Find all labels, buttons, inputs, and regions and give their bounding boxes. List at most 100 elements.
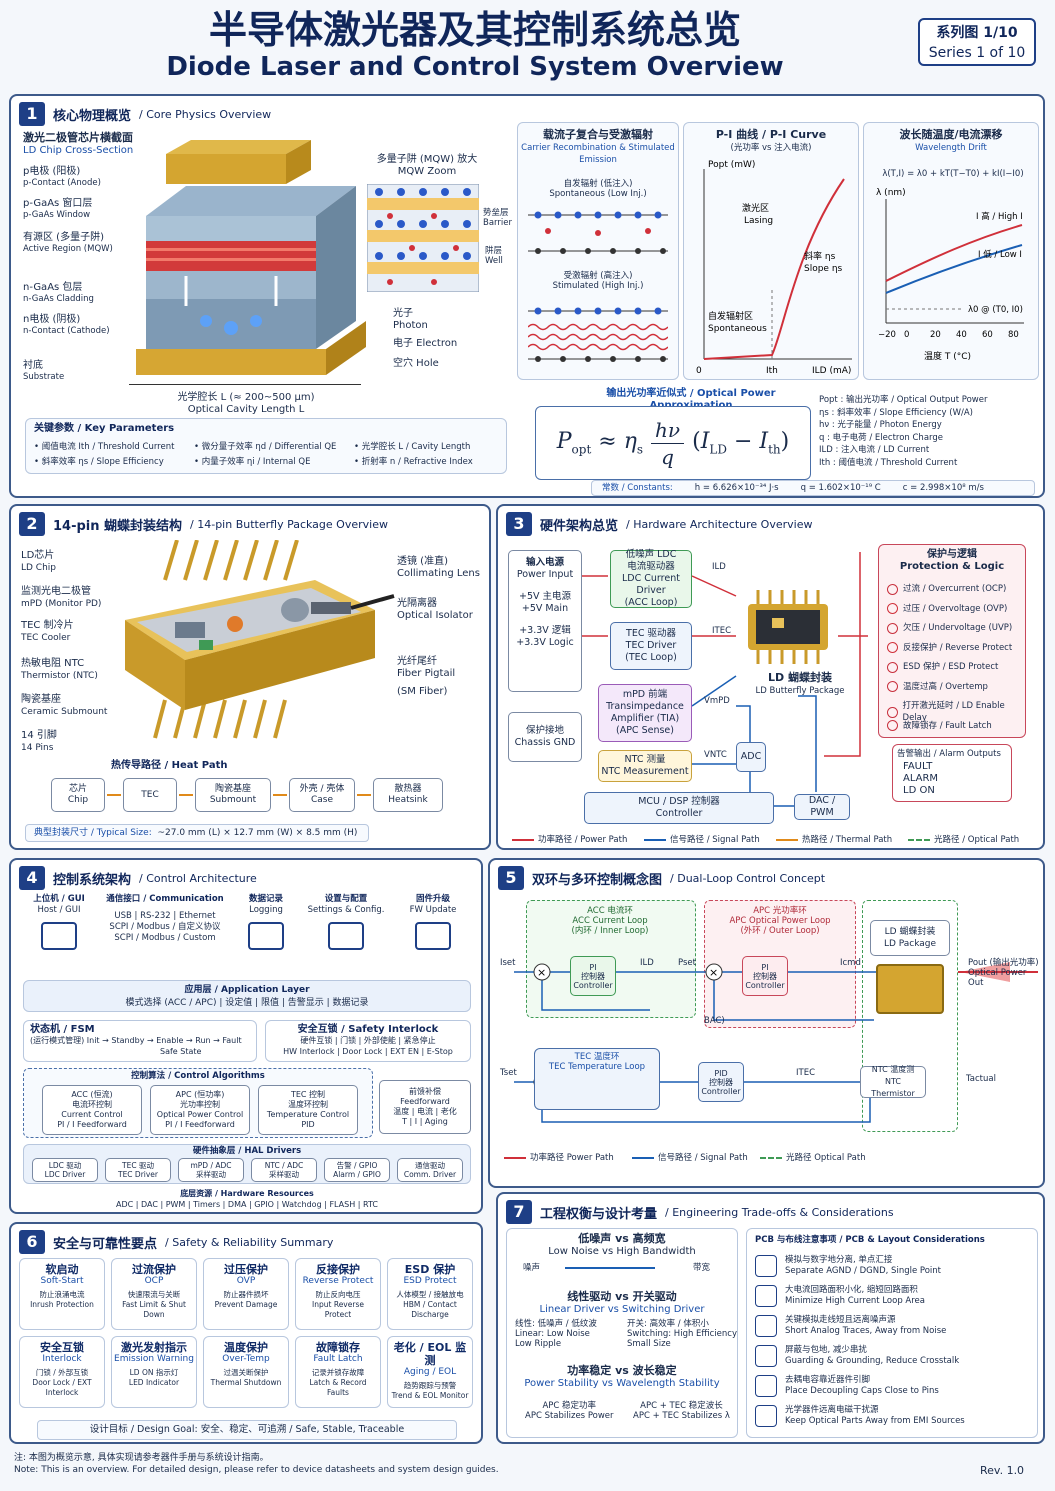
package-loop-area <box>862 900 958 1132</box>
label-cn: 监测光电二极管 <box>21 586 91 597</box>
protection-item: ESD 保护 / ESD Protect <box>887 661 998 673</box>
top-item-en: Logging <box>249 905 283 915</box>
layer-label-en: n-Contact (Cathode) <box>23 326 110 336</box>
param-item: • 光学腔长 L / Cavity Length <box>354 442 471 452</box>
footer-note: 注: 本图为概览示意, 具体实现请参考器件手册与系统设计指南。 Note: Th… <box>14 1452 914 1476</box>
section-title-en: Core Physics Overview <box>146 107 272 121</box>
fsm-desc: (运行模式管理) Init → Standby → Enable → Run →… <box>30 1036 242 1045</box>
ild-label: ILD <box>640 958 654 968</box>
protection-item: 反接保护 / Reverse Protect <box>887 642 1012 654</box>
card-desc: 趋势跟踪与预警 Trend & EOL Monitor <box>391 1381 469 1400</box>
top-item-cn: 数据记录 <box>248 894 283 904</box>
spont-label: 自发辐射 (低注入)Spontaneous (Low Inj.) <box>549 179 647 199</box>
icmd-label: Icmd <box>840 958 861 968</box>
legend-item: 功率路径 / Power Path <box>512 834 627 846</box>
pcb-icon <box>755 1405 777 1427</box>
top-item-icon <box>415 922 451 950</box>
card-subtitle: Emission Warning <box>114 1354 194 1364</box>
heat-arrow <box>107 794 121 796</box>
algo-box: TEC 控制 温度环控制 Temperature Control PID <box>258 1085 358 1135</box>
label-en: Collimating Lens <box>397 568 480 579</box>
card-title: 故障锁存 <box>316 1341 360 1354</box>
tec-loop-area <box>534 1048 660 1110</box>
legend-line <box>760 1157 782 1159</box>
card-subtitle: Fault Latch <box>313 1354 363 1364</box>
card-title: 反接保护 <box>316 1263 360 1276</box>
tradeoff-arrow <box>565 1267 655 1269</box>
legend-text: 热路径 / Thermal Path <box>802 835 893 845</box>
card-title: 过流保护 <box>132 1263 176 1276</box>
adc-box: ADC <box>736 742 766 772</box>
top-item-cn: 上位机 / GUI <box>33 894 85 904</box>
ntc-measure-box: NTC 测量 NTC Measurement <box>598 750 692 782</box>
alarm-item: ALARM <box>903 773 939 784</box>
pcb-title: PCB 与布线注意事项 / PCB & Layout Consideration… <box>755 1235 985 1245</box>
card-desc: 防止浪涌电流 Inrush Protection <box>30 1290 94 1309</box>
legend-text: 光路径 Optical Path <box>786 1153 866 1163</box>
param-item: • 斜率效率 ηs / Slope Efficiency <box>34 457 164 467</box>
protection-item: 欠压 / Undervoltage (UVP) <box>887 622 1012 634</box>
top-item-en: FW Update <box>409 905 457 915</box>
legend-item: 光路径 Optical Path <box>760 1152 866 1164</box>
vmpd-label: VmPD <box>704 696 730 706</box>
protection-item-text: 温度过高 / Overtemp <box>903 681 988 692</box>
card-desc: 人体模型 / 接触放电 HBM / Contact Discharge <box>396 1290 464 1319</box>
section-number: 1 <box>19 102 45 126</box>
card-title: 激光发射指示 <box>121 1341 187 1354</box>
pcb-item: 大电流回路面积小化, 缩短回路面积 Minimize High Current … <box>755 1285 1033 1307</box>
ntc-thermistor-box: NTC 温度测 NTC Thermistor <box>860 1065 926 1098</box>
layer-label-cn: p-GaAs 窗口层 <box>23 198 93 209</box>
key-params: 关键参数 / Key Parameters • 阈值电流 Ith / Thres… <box>25 418 507 474</box>
pcb-icon <box>755 1375 777 1397</box>
wl-equation: λ(T,I) = λ0 + kT(T−T0) + kI(I−I0) <box>882 169 1024 179</box>
electron-label: 电子 Electron <box>393 338 458 349</box>
protection-item: 过流 / Overcurrent (OCP) <box>887 583 1006 595</box>
legend-line <box>632 1157 654 1159</box>
pi-chart: Popt (mW) ILD (mA) 0 Ith 激光区 Lasing 斜率 η… <box>696 160 852 376</box>
pcb-item-text: 关键模拟走线短且远离噪声源 Short Analog Traces, Away … <box>785 1315 947 1336</box>
section-number: 2 <box>19 512 45 536</box>
card-desc: 门锁 / 外部互锁 Door Lock / EXT Interlock <box>32 1368 92 1397</box>
card-title: 温度保护 <box>224 1341 268 1354</box>
svg-text:×: × <box>709 966 718 979</box>
top-item-en: Host / GUI <box>37 905 81 915</box>
heat-step-cn: 陶瓷基座 <box>214 784 251 794</box>
dual-loop-wiring: × × × <box>514 962 1038 1123</box>
card-desc: 防止器件损坏 Prevent Damage <box>214 1290 278 1309</box>
control-algorithms: 控制算法 / Control Algorithms ACC (恒流) 电流环控制… <box>23 1068 373 1138</box>
label-en: Ceramic Submount <box>21 707 108 717</box>
eq-legend-item: hν : 光子能量 / Photon Energy <box>819 420 942 430</box>
fsm-box: 状态机 / FSM(运行模式管理) Init → Standby → Enabl… <box>23 1020 257 1062</box>
hal-box: 告警 / GPIO Alarm / GPIO <box>324 1158 390 1182</box>
constants-row: 常数 / Constants: h = 6.626×10⁻³⁴ J·s q = … <box>591 480 1035 496</box>
protection-title: 保护与逻辑 Protection & Logic <box>899 549 1005 572</box>
layer-label-en: p-GaAs Window <box>23 210 91 220</box>
pid-controller: PID 控制器 Controller <box>698 1062 744 1102</box>
card-desc: 防止反向电压 Input Reverse Protect <box>312 1290 364 1319</box>
top-item-en: USB | RS-232 | Ethernet SCPI / Modbus / … <box>109 911 221 943</box>
mpd-tia-box: mPD 前端 Transimpedance Amplifier (TIA) (A… <box>598 684 692 742</box>
card-desc: LD ON 指示灯 LED Indicator <box>128 1368 180 1387</box>
layer-label-cn: n电极 (阴极) <box>23 314 81 325</box>
card-subtitle: Aging / EOL <box>403 1367 457 1377</box>
chip-title-en: LD Chip Cross-Section <box>23 145 134 156</box>
